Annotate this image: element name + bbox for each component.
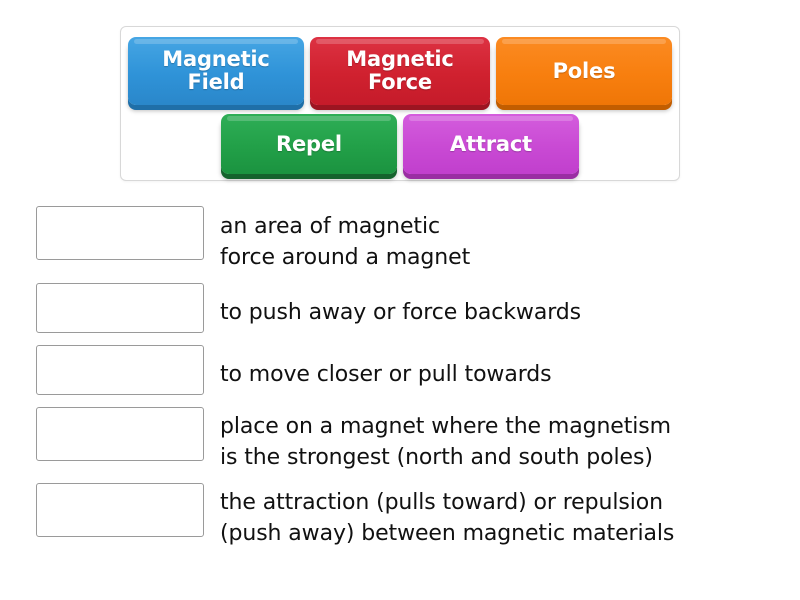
word-tile-repel[interactable]: Repel <box>221 114 397 174</box>
drop-zone-5[interactable] <box>36 483 204 537</box>
drop-zone-2[interactable] <box>36 283 204 333</box>
definition-row: an area of magnetic force around a magne… <box>36 206 784 273</box>
word-tile-label: Magnetic Field <box>162 47 270 94</box>
definition-list: an area of magnetic force around a magne… <box>36 206 784 559</box>
word-tile-label: Repel <box>276 131 342 156</box>
definition-text-5: the attraction (pulls toward) or repulsi… <box>220 490 675 546</box>
drop-zone-1[interactable] <box>36 206 204 260</box>
word-bank-row-1: Magnetic Field Magnetic Force Poles <box>121 27 679 105</box>
word-bank-panel: Magnetic Field Magnetic Force Poles Repe… <box>120 26 680 181</box>
definition-text-4: place on a magnet where the magnetism is… <box>220 414 671 470</box>
word-tile-label: Magnetic Force <box>346 47 454 94</box>
definition-row: to push away or force backwards <box>36 283 784 333</box>
definition-row: place on a magnet where the magnetism is… <box>36 407 784 473</box>
definition-row: the attraction (pulls toward) or repulsi… <box>36 483 784 549</box>
word-tile-attract[interactable]: Attract <box>403 114 579 174</box>
definition-text-2: to push away or force backwards <box>220 300 581 325</box>
word-tile-label: Poles <box>552 58 616 83</box>
definition-row: to move closer or pull towards <box>36 345 784 395</box>
drop-zone-4[interactable] <box>36 407 204 461</box>
word-bank-row-2: Repel Attract <box>121 105 679 174</box>
definition-text-3: to move closer or pull towards <box>220 362 552 387</box>
word-tile-label: Attract <box>450 131 532 156</box>
drop-zone-3[interactable] <box>36 345 204 395</box>
word-tile-magnetic-force[interactable]: Magnetic Force <box>310 37 490 105</box>
word-tile-poles[interactable]: Poles <box>496 37 672 105</box>
definition-text-1: an area of magnetic force around a magne… <box>220 214 471 270</box>
word-tile-magnetic-field[interactable]: Magnetic Field <box>128 37 304 105</box>
